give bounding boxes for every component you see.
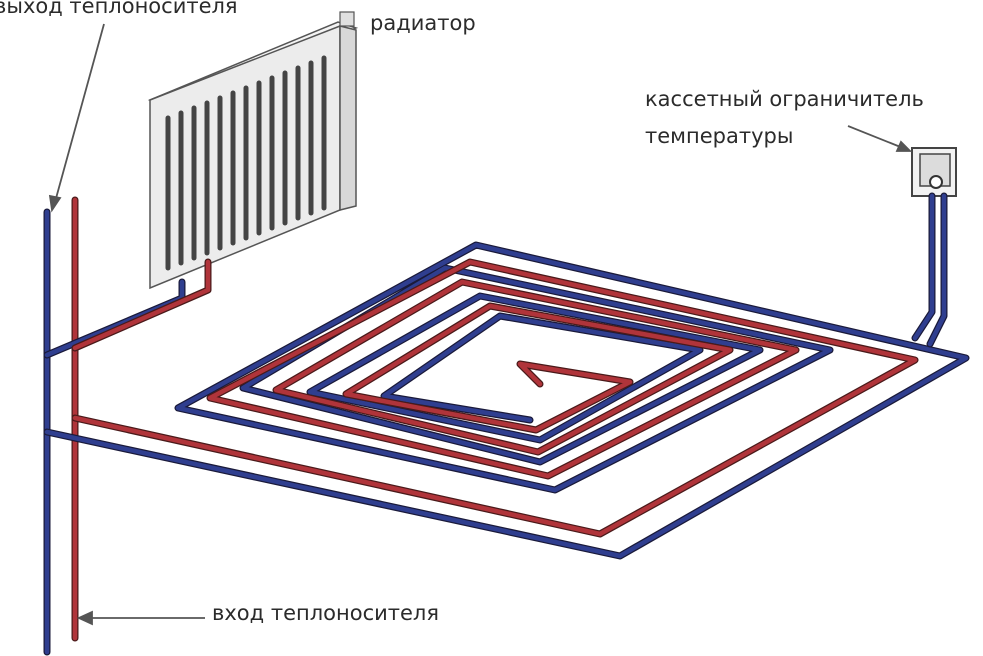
radiator-label: радиатор (370, 11, 476, 35)
radiator (147, 11, 359, 290)
outlet-label: выход теплоносителя (0, 0, 238, 18)
limiter-label-line1: кассетный ограничитель (645, 87, 924, 111)
inlet-label: вход теплоносителя (212, 601, 439, 625)
pointer-arrows (48, 23, 913, 626)
radiator-return-pipe (44, 279, 185, 358)
limiter-pointer-arrow (847, 125, 904, 149)
limiter-label-line2: температуры (645, 124, 794, 148)
limiter-knob-icon (929, 175, 943, 189)
radiator-supply-pipe (72, 259, 211, 351)
outlet-pointer-arrow (54, 23, 105, 203)
temperature-limiter (911, 147, 957, 197)
radiator-cap (339, 11, 355, 27)
vertical-risers (43, 196, 79, 656)
floor-loop-supply (71, 258, 919, 538)
radiator-fins (165, 55, 327, 271)
limiter-pipes (911, 192, 948, 348)
radiator-side (339, 25, 357, 211)
floor-loop-return (43, 241, 970, 560)
radiator-connections (43, 258, 212, 359)
